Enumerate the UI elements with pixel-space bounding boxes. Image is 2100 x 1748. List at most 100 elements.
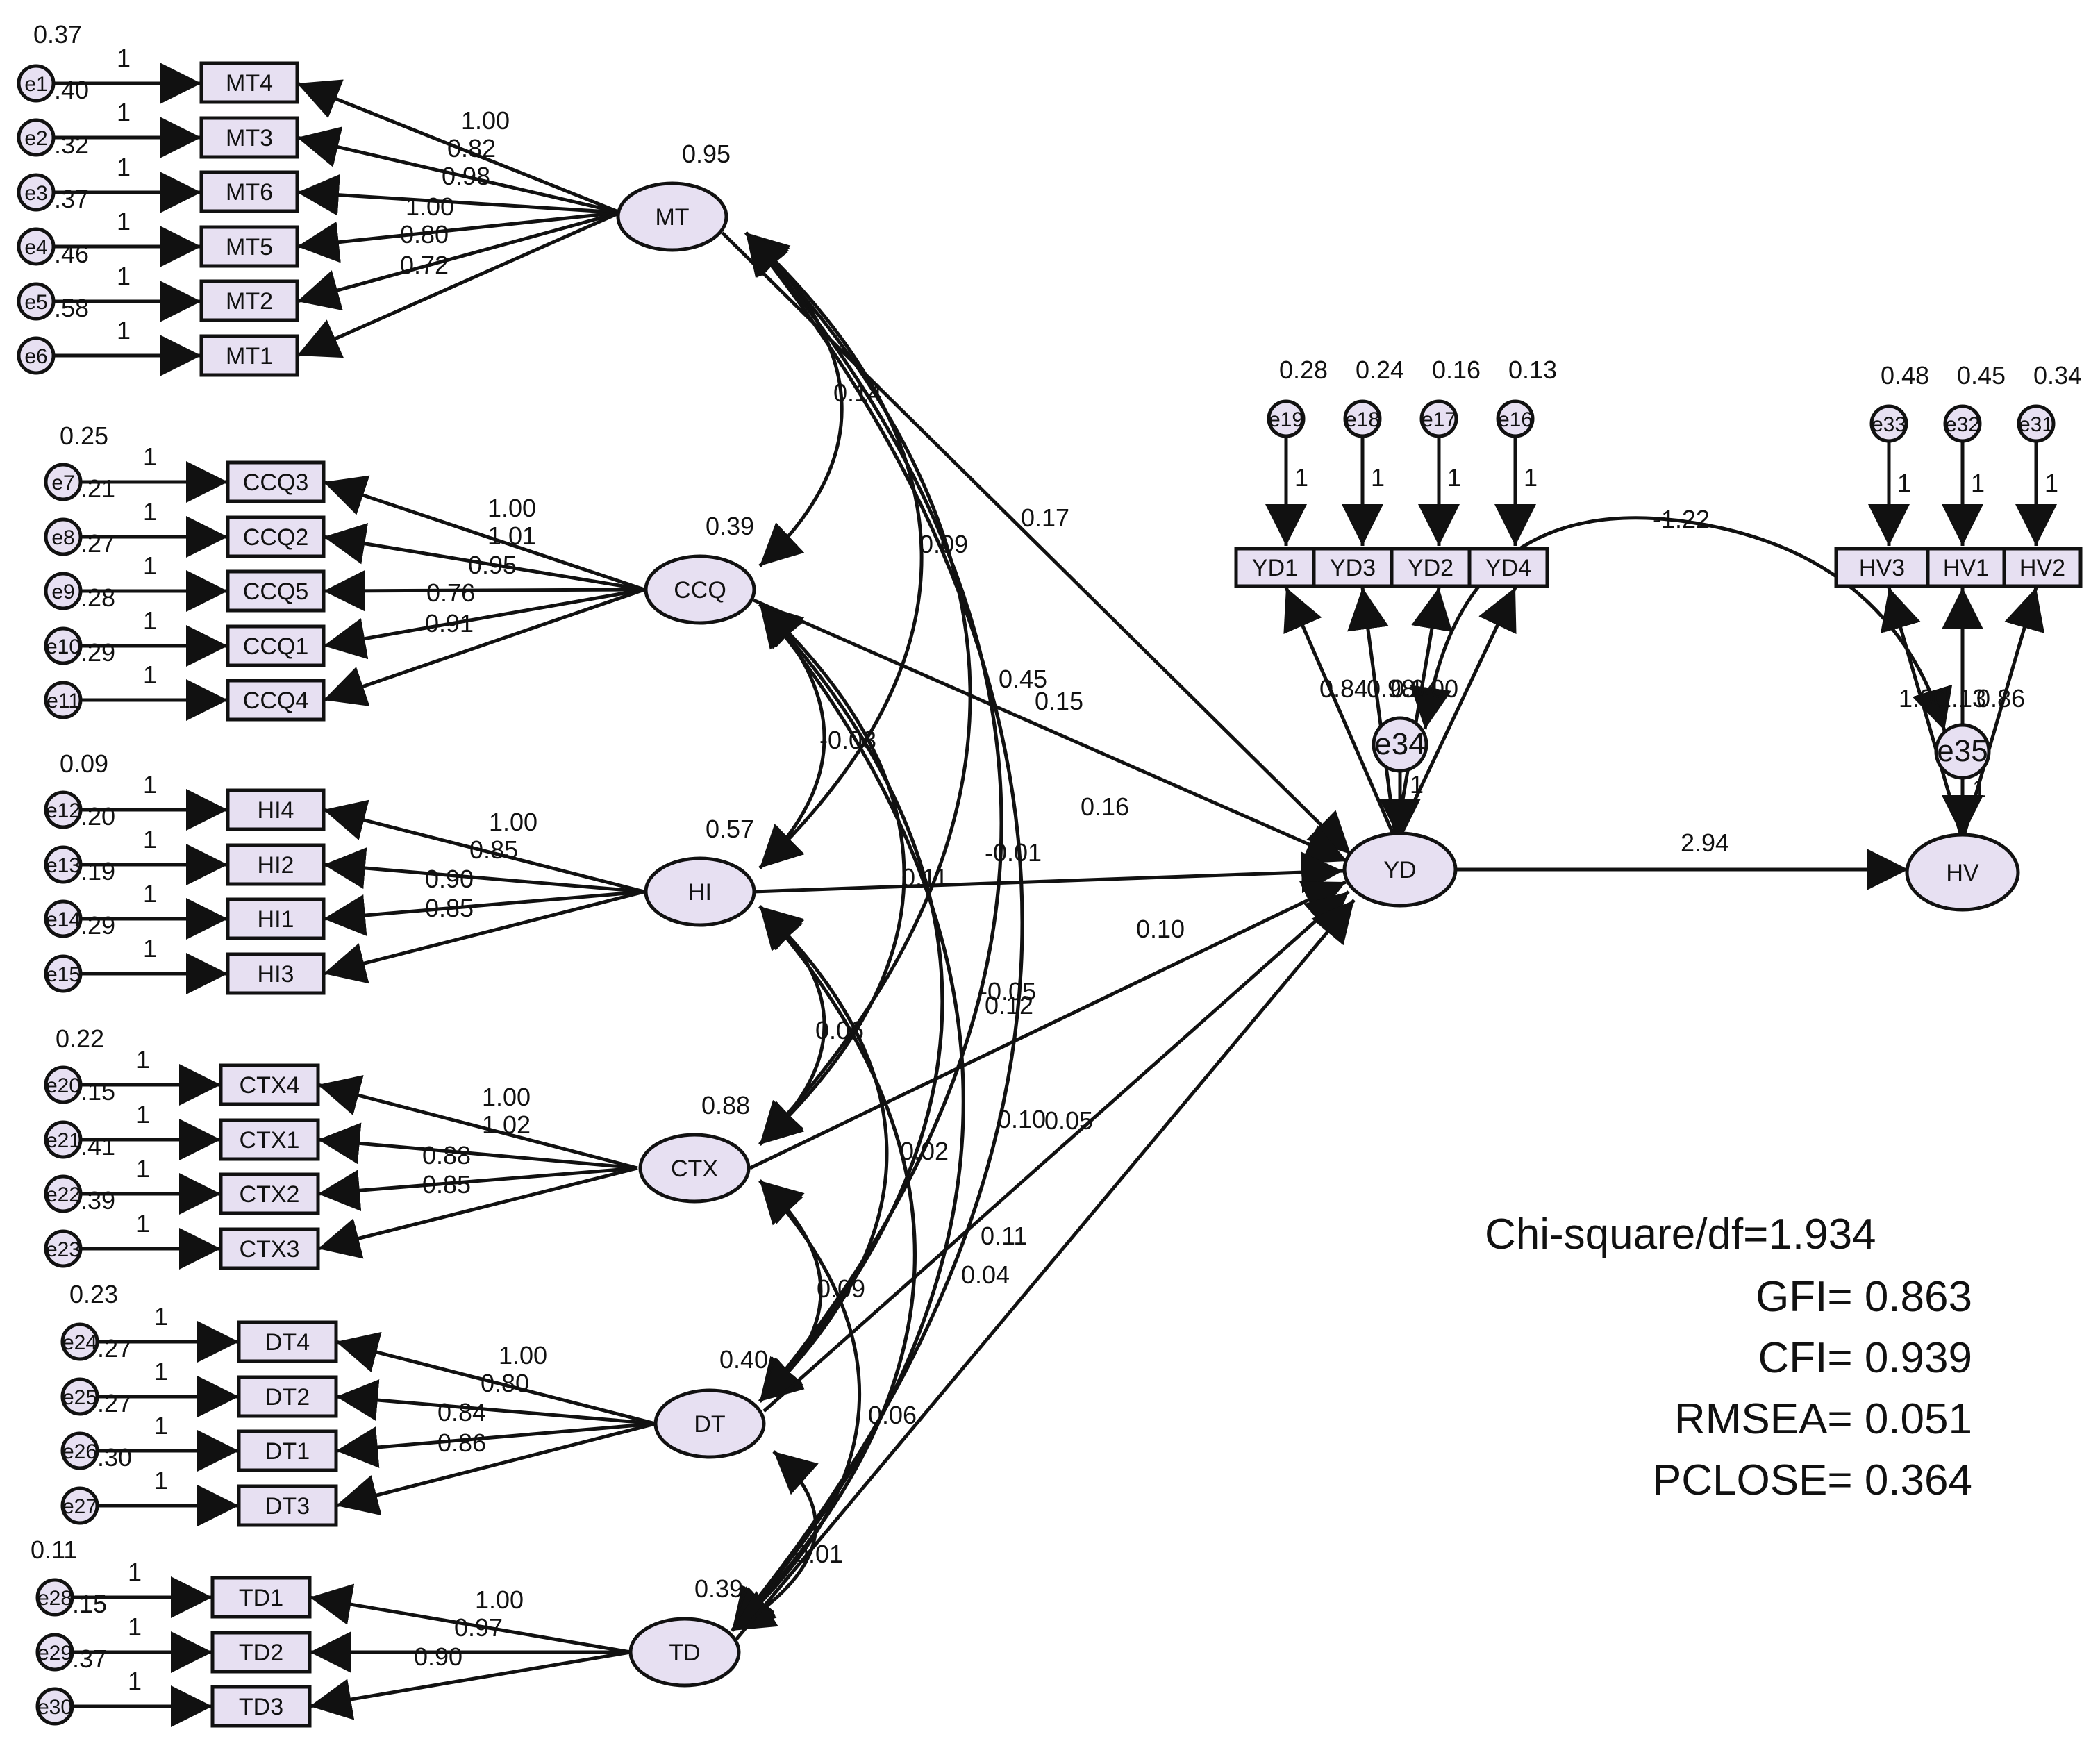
indicator-CTX1: CTX1 (240, 1127, 300, 1154)
error-e6: e6 (24, 345, 47, 368)
svg-text:0.09: 0.09 (919, 530, 968, 558)
error-e4: e4 (24, 236, 47, 259)
structural-paths (721, 231, 1908, 1646)
indicator-CCQ4: CCQ4 (243, 688, 308, 714)
error-e8: e8 (51, 526, 74, 549)
svg-text:1: 1 (154, 1466, 168, 1495)
svg-text:1: 1 (128, 1667, 142, 1695)
svg-text:0.85: 0.85 (422, 1170, 471, 1199)
var-e14: .19 (81, 857, 115, 885)
svg-text:1: 1 (143, 879, 157, 908)
error-e14: e14 (46, 908, 81, 931)
svg-text:1: 1 (136, 1154, 150, 1183)
indicator-YD3: YD3 (1330, 555, 1376, 581)
var-e18: 0.24 (1356, 356, 1404, 384)
indicator-DT2: DT2 (265, 1384, 310, 1410)
var-e33: 0.48 (1881, 361, 1929, 390)
e34-e35-covariance (1410, 516, 1953, 731)
svg-text:1: 1 (143, 660, 157, 689)
svg-text:1: 1 (1371, 463, 1385, 492)
error-e10: e10 (46, 635, 81, 658)
var-e2: .40 (54, 76, 89, 104)
indicator-HI1: HI1 (258, 906, 294, 933)
error-e24: e24 (62, 1331, 97, 1354)
latent-TD: TD (669, 1640, 700, 1666)
svg-text:1: 1 (128, 1558, 142, 1586)
indicator-HV3: HV3 (1859, 555, 1905, 581)
svg-text:1: 1 (143, 497, 157, 526)
var-e5: .46 (54, 240, 89, 268)
svg-text:0.06: 0.06 (868, 1401, 917, 1429)
svg-text:-0.01: -0.01 (985, 838, 1042, 867)
svg-text:1: 1 (1447, 463, 1461, 492)
svg-text:0.17: 0.17 (1021, 503, 1069, 532)
indicator-YD1: YD1 (1252, 555, 1298, 581)
svg-text:1.00: 1.00 (499, 1341, 547, 1370)
svg-text:1.00: 1.00 (1899, 684, 1947, 713)
var-e28: 0.11 (31, 1535, 77, 1564)
svg-text:0.16: 0.16 (1081, 792, 1129, 821)
latent-YD: YD (1383, 857, 1416, 883)
error-terms: e1 e2 e3 e4 e5 e6 e7 e8 e9 e10 e11 e12 e… (17, 64, 2056, 1726)
svg-text:2.94: 2.94 (1681, 829, 1729, 857)
error-e31: e31 (2019, 413, 2053, 436)
var-e4: .37 (54, 185, 89, 213)
svg-text:0.82: 0.82 (447, 134, 496, 163)
svg-text:0.86: 0.86 (1976, 684, 2025, 713)
error-e20: e20 (46, 1074, 81, 1097)
svg-text:0.84: 0.84 (438, 1398, 486, 1426)
error-e19: e19 (1269, 408, 1303, 431)
svg-text:1: 1 (154, 1302, 168, 1331)
svg-text:1: 1 (117, 98, 131, 126)
svg-text:0.39: 0.39 (694, 1574, 743, 1603)
svg-text:0.10: 0.10 (997, 1105, 1046, 1133)
covariance-labels: 0.14 0.09 0.45 0.16 0.10 -0.03 -0.01 -0.… (794, 378, 1185, 1568)
error-variance-labels: 0.37 .40 .32 .37 .46 .58 0.25 .21 .27 .2… (31, 20, 2082, 1673)
svg-text:1.00: 1.00 (406, 192, 454, 221)
indicator-HV2: HV2 (2019, 555, 2065, 581)
indicator-CCQ2: CCQ2 (243, 524, 308, 551)
latent-HI: HI (688, 879, 712, 906)
var-e22: .41 (81, 1132, 115, 1160)
covariance-arcs (731, 231, 1024, 1633)
svg-text:1: 1 (2044, 469, 2058, 497)
svg-text:0.84: 0.84 (1319, 674, 1368, 703)
svg-text:1.00: 1.00 (475, 1585, 524, 1614)
svg-text:0.12: 0.12 (985, 991, 1033, 1019)
indicator-MT6: MT6 (226, 179, 273, 206)
indicator-CCQ3: CCQ3 (243, 469, 308, 496)
error-e11: e11 (47, 690, 80, 713)
loading-labels: 1.00 0.82 0.98 1.00 0.80 0.72 1.00 1.01 … (400, 106, 2025, 1671)
svg-text:0.09: 0.09 (817, 1274, 865, 1303)
svg-text:1: 1 (1897, 469, 1911, 497)
svg-text:0.80: 0.80 (481, 1369, 529, 1397)
indicator-HI4: HI4 (258, 797, 294, 824)
svg-text:0.15: 0.15 (1035, 687, 1083, 715)
svg-text:0.06: 0.06 (815, 1016, 864, 1044)
svg-text:0.95: 0.95 (468, 551, 517, 579)
var-e29: .15 (72, 1590, 107, 1618)
error-e34: e34 (1374, 727, 1425, 761)
svg-text:0.85: 0.85 (425, 894, 474, 922)
path-labels: 0.17 0.15 0.11 0.12 0.05 0.11 2.94 -1.22 (901, 503, 1729, 1250)
error-e17: e17 (1422, 408, 1456, 431)
svg-text:0.88: 0.88 (422, 1141, 471, 1170)
error-e18: e18 (1345, 408, 1380, 431)
error-e9: e9 (51, 581, 74, 604)
svg-text:0.97: 0.97 (454, 1613, 503, 1642)
fit-indices: Chi-square/df=1.934 GFI= 0.863 CFI= 0.93… (1485, 1210, 1972, 1504)
indicator-YD4: YD4 (1485, 555, 1531, 581)
fit-chisq: Chi-square/df=1.934 (1485, 1210, 1876, 1258)
svg-text:0.94: 0.94 (1390, 674, 1439, 703)
svg-text:1: 1 (136, 1209, 150, 1238)
svg-text:0.57: 0.57 (706, 815, 754, 843)
var-e32: 0.45 (1957, 361, 2006, 390)
latent-variance-labels: 0.95 0.39 0.57 0.88 0.40 0.39 (682, 140, 768, 1603)
var-e6: .58 (54, 294, 89, 322)
var-e7: 0.25 (60, 422, 108, 450)
svg-text:1.00: 1.00 (488, 494, 536, 522)
svg-text:1.01: 1.01 (488, 522, 536, 550)
indicator-MT2: MT2 (226, 288, 273, 315)
error-e28: e28 (38, 1587, 72, 1610)
svg-text:-1.22: -1.22 (1653, 505, 1710, 533)
